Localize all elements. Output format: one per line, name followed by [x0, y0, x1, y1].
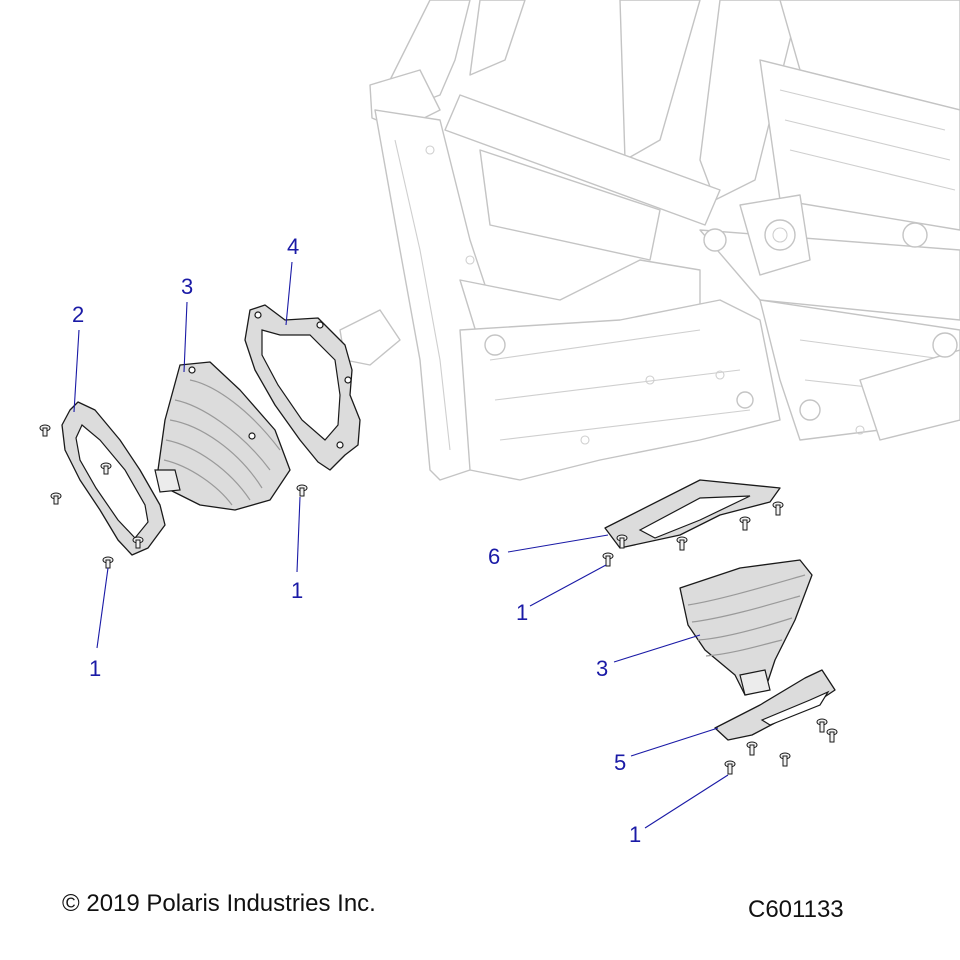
- bolt-icon: [50, 492, 62, 505]
- part-6-plate: [604, 479, 781, 549]
- callout-6: 6: [488, 544, 500, 569]
- bolt-icon: [739, 516, 751, 531]
- part-5-retainer: [714, 669, 836, 741]
- bolt-icon: [296, 484, 308, 497]
- bolt-icon: [132, 536, 144, 549]
- callout-1-right-lower: 1: [629, 822, 641, 847]
- chassis-frame: [339, 0, 960, 481]
- callout-2: 2: [72, 302, 84, 327]
- bolt-icon: [102, 556, 114, 569]
- bolt-icon: [779, 752, 791, 767]
- callout-3-left: 3: [181, 274, 193, 299]
- bolt-icon: [100, 462, 112, 475]
- bolt-icon: [746, 741, 758, 756]
- bolt-icon: [772, 501, 784, 516]
- bolt-icon: [816, 718, 828, 733]
- copyright-notice: © 2019 Polaris Industries Inc.: [62, 890, 376, 917]
- callout-1-right-upper: 1: [516, 600, 528, 625]
- callout-4: 4: [287, 234, 299, 259]
- diagram-code: C601133: [748, 896, 844, 923]
- callouts: 2 3 4 1 1 6 1 3 5 1: [72, 234, 641, 847]
- part-3-boot-left: [154, 361, 291, 511]
- callout-3-right: 3: [596, 656, 608, 681]
- part-4-gasket: [244, 304, 361, 471]
- bolt-icon: [616, 534, 628, 549]
- bolt-icon: [602, 552, 614, 567]
- callout-5: 5: [614, 750, 626, 775]
- bolt-icon: [39, 424, 51, 437]
- bolt-icon: [676, 536, 688, 551]
- bolt-group: [39, 424, 838, 775]
- callout-1-left-lower: 1: [89, 656, 101, 681]
- part-2-bezel-plate: [61, 401, 166, 556]
- callout-1-left-upper: 1: [291, 578, 303, 603]
- part-3-boot-right: [679, 559, 813, 696]
- bolt-icon: [826, 728, 838, 743]
- bolt-icon: [724, 760, 736, 775]
- leader-lines: [73, 261, 729, 829]
